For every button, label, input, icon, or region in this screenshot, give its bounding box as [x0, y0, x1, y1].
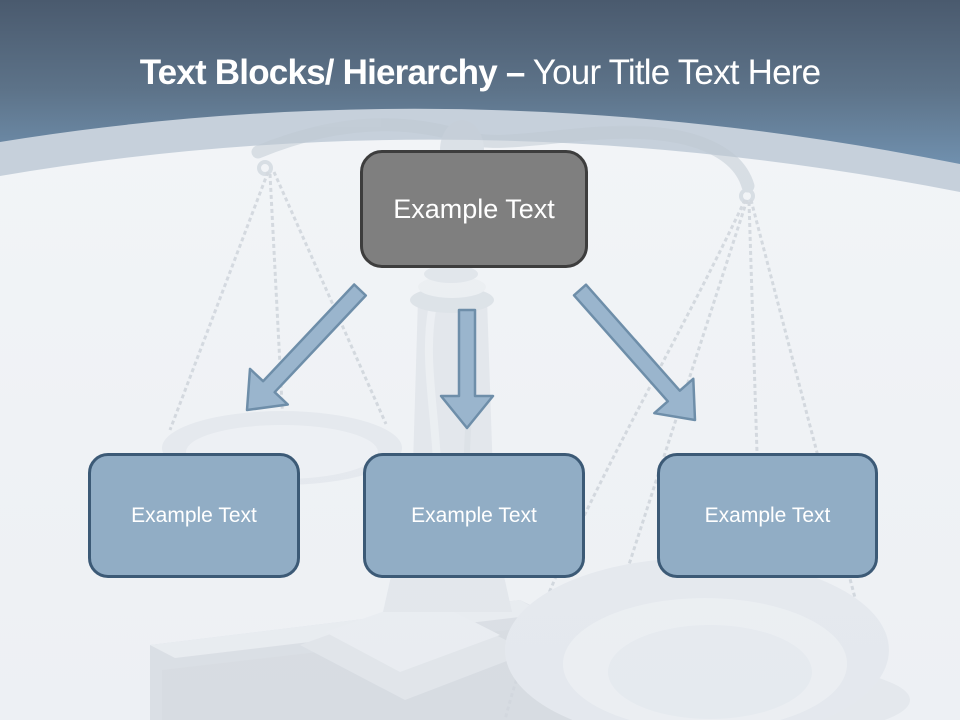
slide-title[interactable]: Text Blocks/ Hierarchy – Your Title Text…: [0, 46, 960, 100]
child-text-block-1-label: Example Text: [131, 503, 257, 527]
child-text-block-3-label: Example Text: [704, 503, 831, 527]
arrow-down-left-icon[interactable]: [245, 283, 368, 412]
slide-title-regular-text: Your Title Text Here: [532, 53, 821, 92]
child-text-block-2-label: Example Text: [411, 503, 537, 527]
root-text-block[interactable]: Example Text: [360, 150, 588, 268]
child-text-block-1[interactable]: Example Text: [88, 453, 300, 578]
slide-title-bold-text: Text Blocks/ Hierarchy –: [139, 53, 526, 92]
child-text-block-2[interactable]: Example Text: [363, 453, 585, 578]
arrow-down-icon[interactable]: [439, 308, 495, 430]
root-text-block-label: Example Text: [393, 193, 555, 224]
child-text-block-3[interactable]: Example Text: [657, 453, 878, 578]
arrow-down-right-icon[interactable]: [572, 283, 697, 422]
